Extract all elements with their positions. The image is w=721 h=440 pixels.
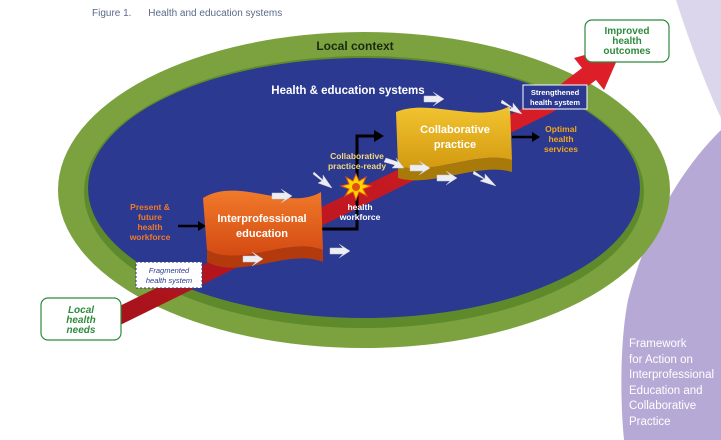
optimal-line3: services <box>544 144 578 154</box>
improved-line2: health <box>612 36 641 47</box>
sidebar-decor-top <box>676 0 721 118</box>
white-arrow-icon-9 <box>500 99 523 115</box>
sidebar-line-5: Collaborative <box>629 400 697 412</box>
white-arrow-icon-5 <box>409 160 431 176</box>
present-future-line2: future <box>138 212 162 222</box>
health-workforce-line2: workforce <box>339 212 381 222</box>
cp-to-optimal-arrowhead <box>532 132 540 142</box>
white-arrow-icon-1 <box>271 188 293 204</box>
local-needs-line3: needs <box>67 325 96 336</box>
fragmented-line1: Fragmented <box>149 266 190 275</box>
white-arrow-icon-6 <box>436 170 458 186</box>
improved-line1: Improved <box>604 26 649 37</box>
flow-arrow-icons <box>242 91 523 267</box>
white-arrow-icon-8 <box>423 91 445 107</box>
fragmented-line2: health system <box>146 276 192 285</box>
cp-label-line2: practice <box>434 139 476 151</box>
white-arrow-icon-10 <box>383 157 405 169</box>
sidebar-title: Framework for Action on Interprofessiona… <box>629 337 721 430</box>
practice-ready-line1: Collaborative <box>330 151 384 161</box>
sidebar-line-4: Education and <box>629 384 703 397</box>
local-context-label: Local context <box>316 39 393 53</box>
improved-outcomes-label: Improved health outcomes <box>603 26 651 57</box>
figure-title: Health and education systems <box>148 8 283 19</box>
fragmented-box <box>135 261 203 289</box>
health-workforce-label: health workforce <box>339 202 381 222</box>
figure-number: Figure 1. <box>92 8 132 19</box>
sidebar-decor-panel <box>621 130 721 440</box>
cp-ribbon <box>396 106 512 169</box>
ipe-label-line2: education <box>236 228 288 240</box>
optimal-line2: health <box>548 134 573 144</box>
local-needs-line2: health <box>66 315 95 326</box>
workforce-arrowhead <box>198 221 206 231</box>
white-arrow-icon-3 <box>312 171 333 189</box>
ipe-to-cp-arrowhead <box>374 130 384 142</box>
sidebar-line-1: Framework <box>629 338 687 350</box>
starburst-center <box>352 183 360 191</box>
present-future-line3: health <box>137 222 162 232</box>
figure-caption: Figure 1. Health and education systems <box>92 8 282 19</box>
systems-label: Health & education systems <box>271 85 424 97</box>
strengthened-line2: health system <box>530 98 580 107</box>
local-needs-label: Local health needs <box>66 305 96 336</box>
practice-ready-label: Collaborative practice-ready <box>328 151 386 171</box>
local-needs-line1: Local <box>68 305 94 316</box>
present-future-line4: workforce <box>129 232 171 242</box>
ipe-ribbon <box>203 190 323 256</box>
cp-ribbon-side <box>398 157 512 181</box>
white-arrow-icon-4 <box>329 243 351 259</box>
present-future-line1: Present & <box>130 202 170 212</box>
white-arrow-icon-2 <box>242 251 264 267</box>
improved-line3: outcomes <box>603 46 651 57</box>
local-needs-box <box>40 297 122 341</box>
sidebar-line-3: Interprofessional <box>629 369 715 381</box>
ipe-ribbon-side <box>207 246 323 268</box>
optimal-services-label: Optimal health services <box>544 124 578 154</box>
ipe-label-line1: Interprofessional <box>217 213 306 225</box>
optimal-line1: Optimal <box>545 124 577 134</box>
strengthened-line1: Strengthened <box>531 88 580 97</box>
white-arrow-icon-7 <box>472 170 497 187</box>
health-workforce-line1: health <box>347 202 372 212</box>
cp-label-line1: Collaborative <box>420 124 490 136</box>
sidebar-line-2: for Action on <box>629 353 693 366</box>
practice-ready-line2: practice-ready <box>328 161 386 171</box>
improved-outcomes-box <box>584 19 670 63</box>
sidebar-line-6: Practice <box>629 415 671 428</box>
present-future-workforce-label: Present & future health workforce <box>129 202 171 242</box>
strengthened-box <box>522 84 588 110</box>
